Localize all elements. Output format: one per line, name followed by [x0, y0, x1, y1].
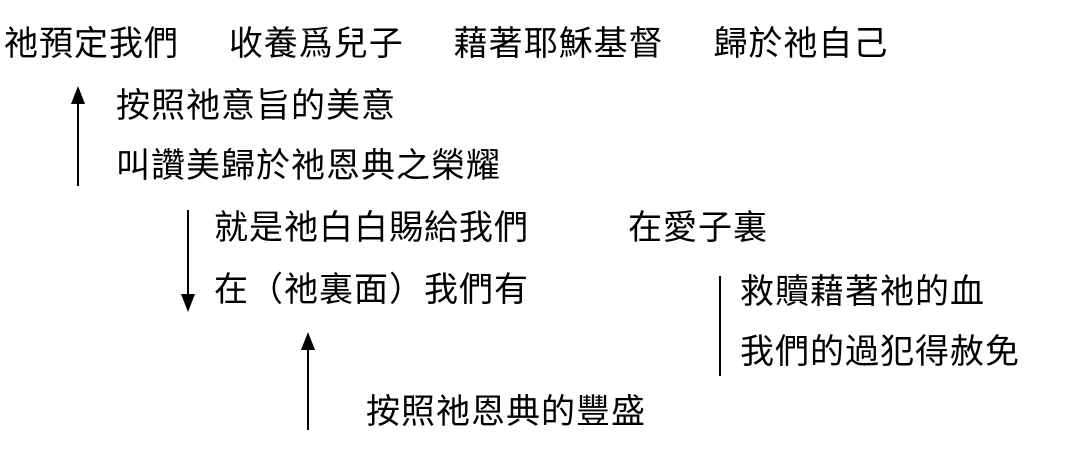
line-redemption-blood: 救贖藉著祂的血 [740, 272, 985, 312]
down-arrow-middle [181, 210, 195, 312]
up-arrow-left [71, 86, 85, 186]
phrase-through-christ: 藉著耶穌基督 [453, 24, 664, 64]
line-riches-grace: 按照祂恩典的豐盛 [366, 392, 646, 432]
line-good-pleasure: 按照祂意旨的美意 [116, 86, 396, 126]
phrase-to-himself: 歸於祂自己 [713, 24, 889, 64]
phrase-predestined: 祂預定我們 [4, 24, 179, 64]
line-in-beloved: 在愛子裏 [628, 208, 768, 248]
up-arrow-bottom [301, 332, 315, 430]
line-forgiveness: 我們的過犯得赦免 [740, 332, 1020, 372]
line-freely-given: 就是祂白白賜給我們 [214, 208, 529, 248]
line-praise-glory: 叫讚美歸於祂恩典之榮耀 [116, 146, 501, 186]
top-line: 祂預定我們 收養爲兒子 藉著耶穌基督 歸於祂自己 [4, 24, 888, 64]
phrase-adoption: 收養爲兒子 [228, 24, 404, 64]
line-in-him-we-have: 在（祂裏面）我們有 [214, 270, 529, 310]
